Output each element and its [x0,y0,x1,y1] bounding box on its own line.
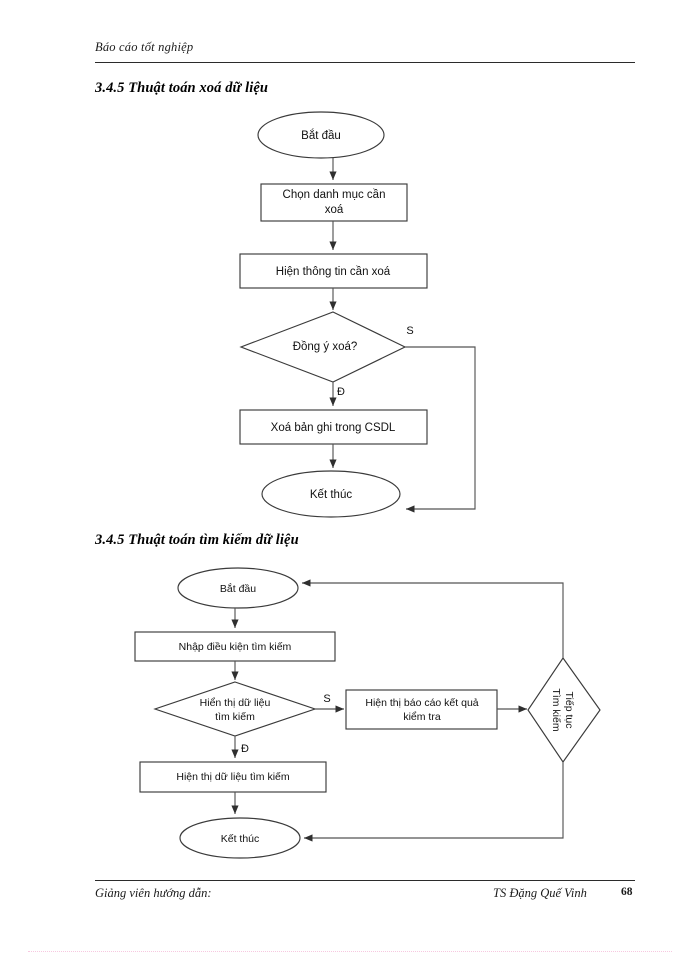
flow-node-report-line2: kiểm tra [403,711,441,723]
header-rule [95,62,635,63]
edge-label-yes-search: Đ [241,743,249,755]
edge-continue-to-start [301,579,564,658]
flow-node-select-category-line2: xoá [325,204,344,216]
running-header: Báo cáo tốt nghiệp [95,40,194,54]
section-heading-search: 3.4.5 Thuật toán tìm kiếm dữ liệu [95,532,299,548]
flow-node-search-end-label: Kết thúc [221,833,260,845]
flow-node-end-label: Kết thúc [310,489,352,501]
scan-edge-artifact [28,951,672,953]
section-heading-delete: 3.4.5 Thuật toán xoá dữ liệu [95,80,269,96]
flow-node-select-category: Chọn danh mục cần xoá [260,183,408,222]
edge-label-yes-delete: Đ [337,386,345,398]
flow-node-search-decision-line2: tìm kiếm [215,711,255,723]
flow-node-search-start: Bắt đầu [177,567,299,609]
flowchart-delete-algorithm: Bắt đầu Chọn danh mục cần xoá Hiện thông… [239,111,476,518]
flow-node-report: Hiện thị báo cáo kết quả kiểm tra [345,689,498,730]
flow-node-continue-search-line2: Tìm kiếm [550,688,562,731]
flowchart-search-algorithm: Bắt đầu Nhập điều kiện tìm kiếm Hiển thị… [134,567,601,859]
edge-label-no-delete: S [406,325,413,337]
flow-node-end: Kết thúc [261,470,401,518]
flow-node-search-start-label: Bắt đầu [220,582,256,595]
page-number: 68 [621,886,633,898]
flow-node-start: Bắt đầu [257,111,385,159]
flow-node-display-results-label: Hiện thị dữ liệu tìm kiếm [176,771,289,783]
flow-node-display-results: Hiện thị dữ liệu tìm kiếm [139,761,327,793]
flow-node-search-input: Nhập điều kiện tìm kiếm [134,631,336,662]
flow-node-confirm-delete-label: Đồng ý xoá? [293,341,358,353]
footer-advisor-name: TS Đặng Quế Vinh [493,886,587,900]
flow-node-search-end: Kết thúc [179,817,301,859]
flow-node-continue-search: Tiếp tục Tìm kiếm [527,656,601,764]
edge-decision-no-to-end [405,346,476,513]
flow-node-delete-record-label: Xoá bản ghi trong CSDL [271,422,396,434]
edge-continue-to-end [303,762,564,842]
flow-node-show-info-label: Hiện thông tin cần xoá [276,266,391,278]
footer-advisor-label: Giảng viên hướng dẫn: [95,886,212,900]
flow-node-confirm-delete: Đồng ý xoá? [239,311,407,383]
flow-node-search-decision-line1: Hiển thị dữ liệu [200,697,271,709]
flow-node-report-line1: Hiện thị báo cáo kết quả [365,697,478,709]
flow-node-select-category-line1: Chọn danh mục cần [283,189,386,201]
flow-node-show-info: Hiện thông tin cần xoá [239,253,428,289]
flow-node-search-decision: Hiển thị dữ liệu tìm kiếm [153,681,317,737]
flow-node-delete-record: Xoá bản ghi trong CSDL [239,409,428,445]
flow-node-continue-search-line1: Tiếp tục [563,692,575,729]
flow-node-search-input-label: Nhập điều kiện tìm kiếm [179,641,292,653]
footer-rule [95,880,635,881]
edge-label-no-search: S [323,693,330,705]
flow-node-start-label: Bắt đầu [301,129,341,142]
